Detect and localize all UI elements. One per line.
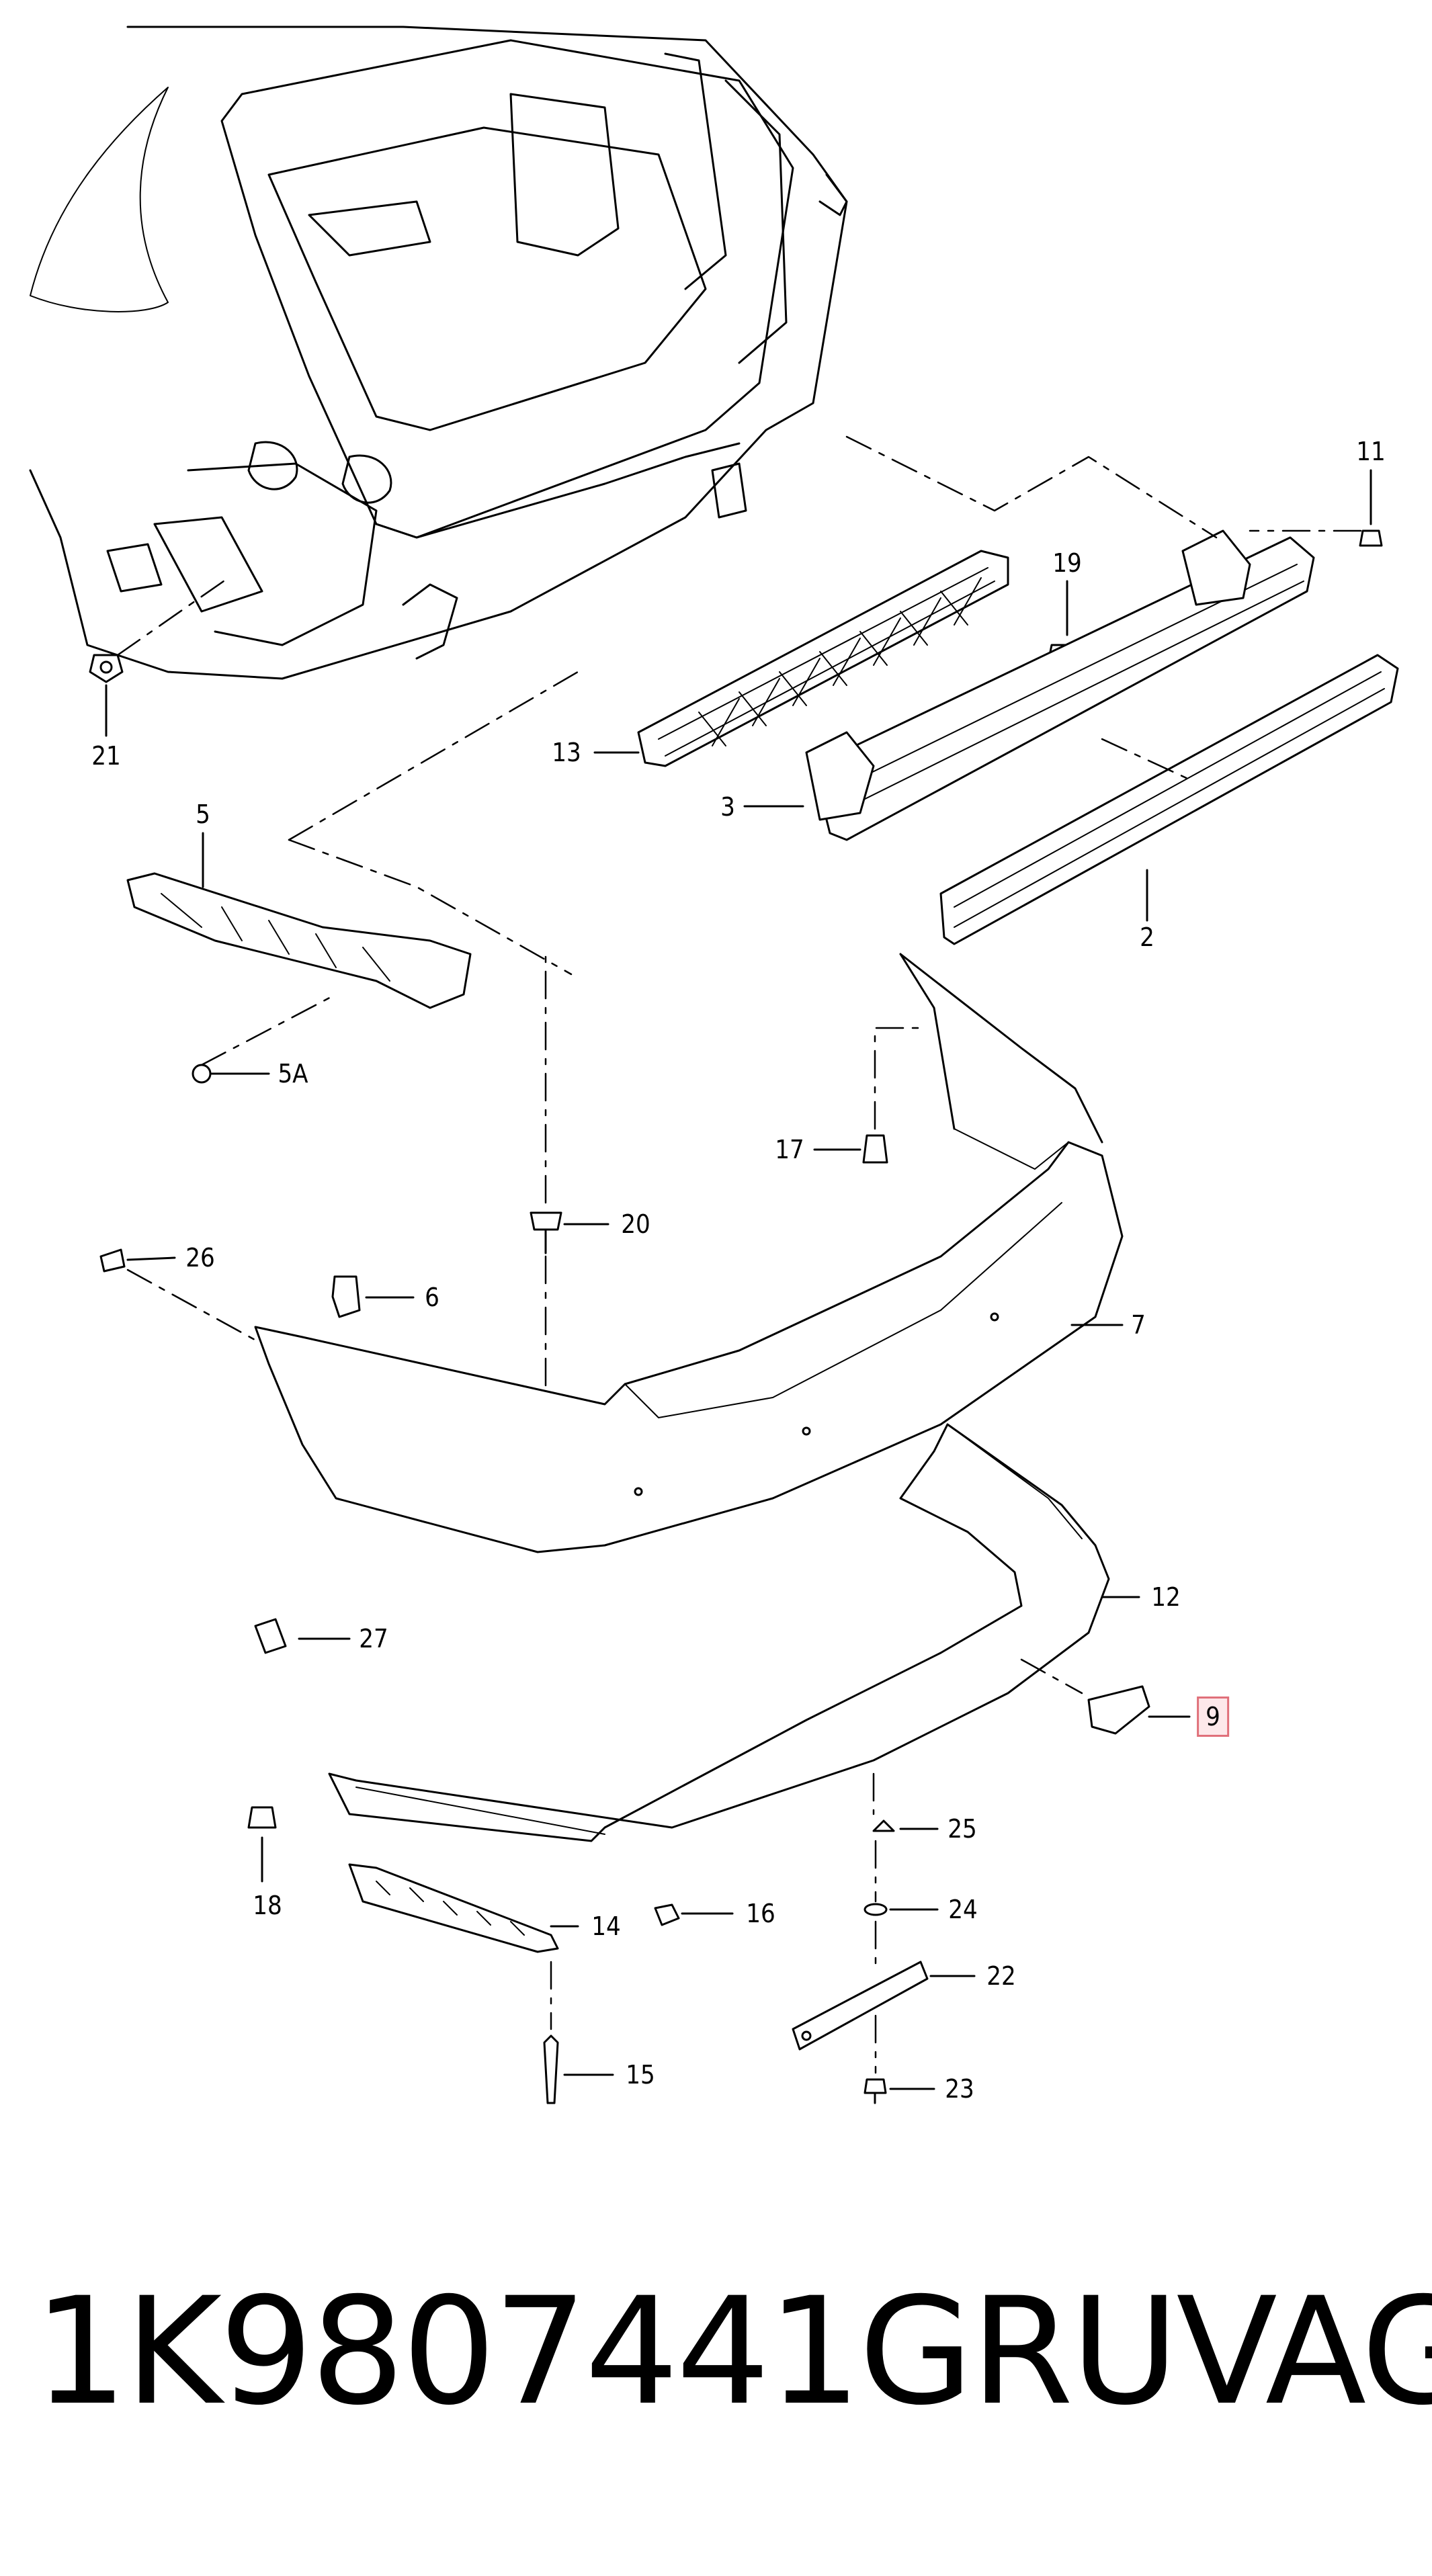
- part-25-fastener: [872, 1772, 939, 1832]
- callout-7: 7: [1131, 1310, 1146, 1340]
- part-16-nut: [654, 1903, 734, 1926]
- callout-22: 22: [986, 1961, 1016, 1991]
- callout-5a: 5A: [278, 1059, 308, 1088]
- brand-name: VAG: [1176, 2266, 1432, 2438]
- callout-2: 2: [1140, 922, 1154, 952]
- part-26-screw: [99, 1248, 263, 1345]
- parts-diagram: [29, 26, 1399, 2104]
- callout-15: 15: [626, 2060, 655, 2090]
- callout-24: 24: [948, 1895, 978, 1924]
- callout-19: 19: [1052, 548, 1082, 578]
- car-body-rear-illustration: [29, 26, 848, 680]
- callout-20: 20: [621, 1209, 650, 1239]
- part-5-guide-bracket: [126, 671, 579, 1009]
- part-21-clip: [89, 576, 230, 737]
- part-23-screw: [864, 2014, 935, 2104]
- callout-17: 17: [775, 1135, 804, 1164]
- part-15-pin: [543, 1961, 614, 2104]
- part-7-bumper-cover: [254, 953, 1124, 1553]
- callout-21: 21: [91, 741, 121, 771]
- part-20-screw: [530, 953, 609, 1392]
- callout-26: 26: [185, 1243, 215, 1273]
- part-5a-screw: [192, 993, 337, 1084]
- callout-12: 12: [1151, 1582, 1181, 1612]
- part-27-cap: [254, 1618, 351, 1654]
- callout-16: 16: [746, 1899, 775, 1928]
- callout-27: 27: [359, 1624, 388, 1654]
- part-14-reflector-panel: [348, 1863, 579, 1953]
- part-number: 1K9807441GRU: [34, 2266, 1179, 2438]
- callout-14: 14: [591, 1912, 621, 1941]
- callout-5: 5: [196, 800, 210, 829]
- callout-25: 25: [947, 1814, 977, 1844]
- callout-13: 13: [552, 738, 581, 767]
- callout-23: 23: [945, 2074, 974, 2104]
- part-24-washer: [864, 1840, 939, 1916]
- part-18-clip: [247, 1806, 277, 1883]
- part-17-clip: [813, 1027, 929, 1164]
- part-3-reinforcement-bar: [743, 435, 1315, 841]
- part-13-grille: [593, 550, 1009, 767]
- callout-18: 18: [253, 1891, 282, 1920]
- part-2-impact-strip: [939, 654, 1399, 945]
- part-11-bolt: [1249, 469, 1383, 547]
- footer: 1K9807441GRU VAG: [34, 2278, 1432, 2425]
- callout-11: 11: [1356, 437, 1386, 466]
- part-22-trim-strip: [792, 1920, 976, 2051]
- callout-6: 6: [425, 1283, 439, 1312]
- part-12-lower-trim: [328, 1423, 1140, 1842]
- part-6-bracket: [331, 1275, 415, 1318]
- callout-9: 9: [1197, 1697, 1229, 1737]
- callout-3: 3: [720, 792, 735, 822]
- part-9-bracket: [1020, 1658, 1191, 1735]
